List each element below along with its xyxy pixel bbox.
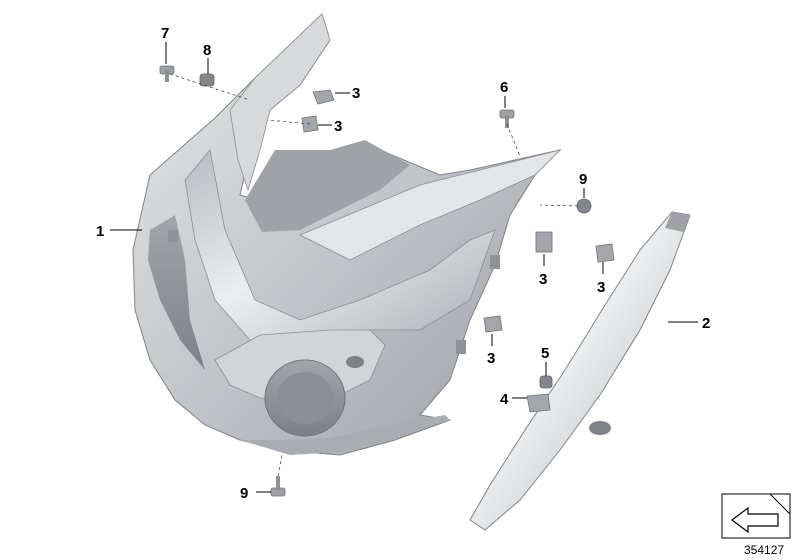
fastener-group [159,65,615,497]
callout-7: 7 [161,25,169,42]
diagram-number: 354127 [744,543,784,557]
callout-4: 4 [500,391,509,408]
screw-part-6 [499,109,515,128]
callout-8: 8 [203,42,211,59]
callout-3: 3 [487,350,495,367]
callout-3: 3 [539,271,547,288]
grommet-part-5 [539,375,553,389]
grommet-part-8 [199,73,215,87]
clip-nut-part-3e [483,315,503,333]
bolt-part-9-upper [576,198,592,214]
side-panel-part [469,211,691,531]
callout-6: 6 [500,79,508,96]
callout-5: 5 [541,345,549,362]
folded-page-arrow-icon [721,493,791,539]
callout-3: 3 [597,279,605,296]
screw-part-7 [159,65,175,82]
assembly-guide-lines [169,73,579,477]
callout-2: 2 [702,315,710,332]
callout-3: 3 [334,118,342,135]
clip-part-4 [526,393,551,413]
leader-lines [110,42,698,493]
clip-nut-part-3d [595,243,615,263]
callout-3: 3 [352,85,360,102]
front-fairing-part [132,13,562,456]
callout-1: 1 [96,223,104,240]
callout-9: 9 [240,485,248,502]
callout-labels: 1 2 3 3 3 3 3 3 4 5 6 7 8 9 9 [96,25,710,502]
bolt-part-9-lower [270,476,286,497]
clip-nut-part-3c [535,231,553,253]
callout-9: 9 [579,171,587,188]
clip-nut-part-3a [312,89,335,105]
